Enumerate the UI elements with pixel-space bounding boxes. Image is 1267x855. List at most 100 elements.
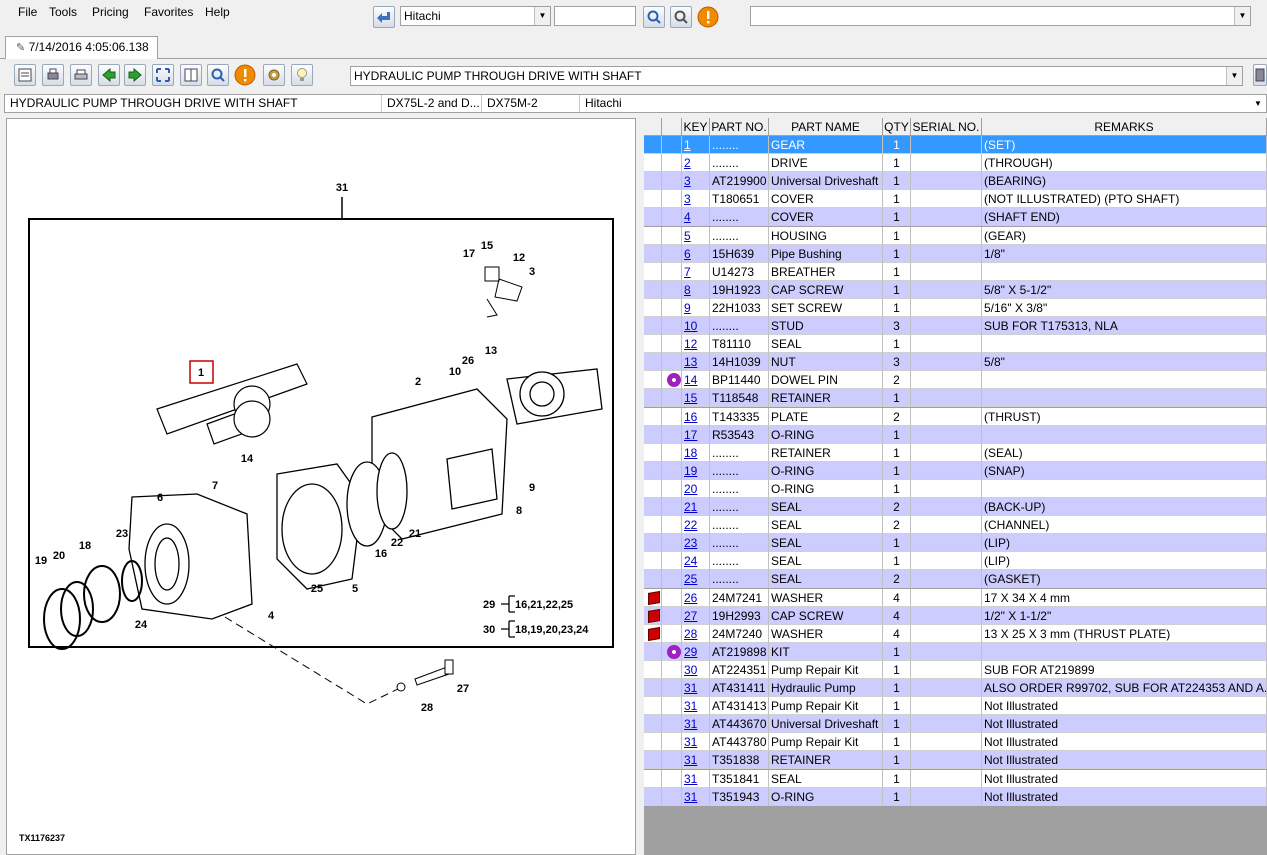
- cell-key[interactable]: 9: [682, 298, 710, 317]
- chevron-down-icon[interactable]: ▼: [1254, 99, 1262, 108]
- header-part-name[interactable]: PART NAME: [769, 118, 883, 136]
- cell-key[interactable]: 24: [682, 552, 710, 571]
- flag-icon[interactable]: [648, 626, 660, 641]
- cell-key[interactable]: 31: [682, 715, 710, 734]
- header-serial-no[interactable]: SERIAL NO.: [911, 118, 982, 136]
- header-key[interactable]: KEY: [682, 118, 710, 136]
- callout-22[interactable]: 22: [391, 537, 403, 549]
- key-link[interactable]: 26: [684, 590, 698, 605]
- key-link[interactable]: 14: [684, 373, 698, 388]
- key-link[interactable]: 31: [684, 681, 698, 695]
- cell-key[interactable]: 30: [682, 660, 710, 679]
- alert-button[interactable]: [697, 6, 719, 28]
- manufacturer-select[interactable]: Hitachi ▼: [400, 6, 551, 26]
- callout-9[interactable]: 9: [529, 482, 535, 494]
- key-link[interactable]: 4: [684, 210, 691, 225]
- header-remarks[interactable]: REMARKS: [982, 118, 1267, 136]
- alert-button-2[interactable]: [234, 64, 256, 86]
- cell-key[interactable]: 12: [682, 335, 710, 354]
- cell-key[interactable]: 1: [682, 136, 710, 154]
- chevron-down-icon[interactable]: ▼: [1226, 67, 1242, 85]
- callout-4[interactable]: 4: [268, 610, 275, 622]
- parts-list-button[interactable]: [14, 64, 36, 86]
- key-link[interactable]: 27: [684, 608, 698, 623]
- key-link[interactable]: 3: [684, 192, 691, 207]
- key-link[interactable]: 31: [684, 735, 698, 750]
- find-button[interactable]: [207, 64, 229, 86]
- key-link[interactable]: 9: [684, 300, 691, 315]
- cell-key[interactable]: 18: [682, 443, 710, 462]
- print-preview-button[interactable]: [42, 64, 64, 86]
- key-link[interactable]: 31: [684, 753, 698, 768]
- cell-key[interactable]: 3: [682, 172, 710, 191]
- cell-key[interactable]: 27: [682, 606, 710, 625]
- callout-5[interactable]: 5: [352, 583, 358, 595]
- key-link[interactable]: 13: [684, 355, 698, 370]
- callout-12[interactable]: 12: [513, 252, 525, 264]
- cell-key[interactable]: 5: [682, 226, 710, 245]
- next-button[interactable]: [124, 64, 146, 86]
- key-link[interactable]: 5: [684, 228, 691, 243]
- fit-view-button[interactable]: [152, 64, 174, 86]
- split-view-button[interactable]: [180, 64, 202, 86]
- page-select[interactable]: HYDRAULIC PUMP THROUGH DRIVE WITH SHAFT …: [350, 66, 1243, 86]
- header-part-no[interactable]: PART NO.: [710, 118, 769, 136]
- cell-key[interactable]: 23: [682, 534, 710, 553]
- cell-key[interactable]: 31: [682, 733, 710, 752]
- callout-1[interactable]: 1: [198, 367, 204, 379]
- menu-favorites[interactable]: Favorites: [144, 5, 194, 19]
- menu-tools[interactable]: Tools: [49, 5, 78, 19]
- tab-session[interactable]: ✎ 7/14/2016 4:05:06.138: [5, 36, 158, 59]
- key-link[interactable]: 19: [684, 463, 698, 478]
- header-qty[interactable]: QTY: [883, 118, 911, 136]
- key-link[interactable]: 15: [684, 391, 698, 406]
- cell-key[interactable]: 7: [682, 262, 710, 281]
- back-button[interactable]: [373, 6, 395, 28]
- callout-14[interactable]: 14: [241, 453, 254, 465]
- menu-pricing[interactable]: Pricing: [92, 5, 129, 19]
- cell-key[interactable]: 8: [682, 280, 710, 299]
- callout-24[interactable]: 24: [135, 619, 148, 631]
- callout-13[interactable]: 13: [485, 345, 497, 357]
- callout-28[interactable]: 28: [421, 702, 433, 714]
- cell-key[interactable]: 28: [682, 624, 710, 643]
- callout-7[interactable]: 7: [212, 480, 218, 492]
- star-icon[interactable]: [667, 373, 681, 388]
- key-link[interactable]: 31: [684, 717, 698, 732]
- callout-25[interactable]: 25: [311, 583, 323, 595]
- callout-16[interactable]: 16: [375, 548, 387, 560]
- cell-key[interactable]: 6: [682, 244, 710, 263]
- key-link[interactable]: 28: [684, 626, 698, 641]
- flag-icon[interactable]: [648, 608, 660, 623]
- key-link[interactable]: 20: [684, 481, 698, 496]
- cell-key[interactable]: 13: [682, 353, 710, 372]
- callout-26[interactable]: 26: [462, 355, 474, 367]
- key-link[interactable]: 12: [684, 337, 698, 352]
- callout-17[interactable]: 17: [463, 248, 475, 260]
- chevron-down-icon[interactable]: ▼: [534, 7, 550, 25]
- key-link[interactable]: 18: [684, 445, 698, 460]
- key-link[interactable]: 8: [684, 282, 691, 297]
